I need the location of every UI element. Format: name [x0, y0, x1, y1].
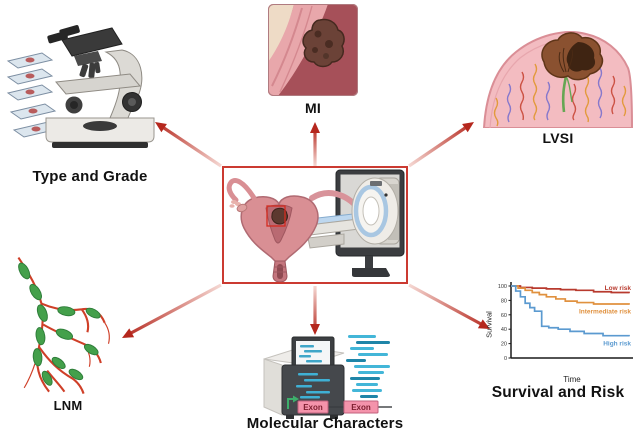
svg-text:60: 60: [501, 313, 507, 319]
microscope-icon: [6, 25, 155, 148]
lvsi-tissue-icon: [482, 31, 634, 129]
lnm-label: LNM: [53, 398, 83, 413]
lvsi-node: LVSI: [482, 24, 634, 146]
slide-stack-icon: [6, 52, 60, 138]
center-imaging-box: [222, 166, 408, 284]
exon-badge-left: Exon: [297, 400, 329, 414]
arrow-upright-to-lvsi: [408, 122, 474, 168]
arrow-downleft-to-lnm: [122, 283, 222, 338]
chart-xlabel: Time: [563, 375, 581, 384]
vessels: [493, 63, 627, 127]
arrow-down-to-molecular: [310, 286, 320, 335]
svg-text:0: 0: [504, 356, 507, 362]
svg-text:Low risk: Low risk: [605, 285, 632, 292]
chart-ylabel: Survival: [484, 311, 494, 338]
dna-sequencer-icon: Exon Exon: [263, 335, 392, 419]
lymph-nodes-icon: [17, 256, 110, 394]
molecular-node: Exon Exon Molecular Characters: [247, 333, 403, 438]
sequence-reads: [346, 335, 390, 398]
arrow-up-to-mi: [310, 122, 320, 166]
type-grade-label: Type and Grade: [32, 168, 148, 185]
svg-text:High risk: High risk: [603, 340, 631, 347]
svg-text:Exon: Exon: [303, 403, 323, 412]
lvsi-label: LVSI: [542, 130, 574, 146]
molecular-label: Molecular Characters: [246, 415, 404, 432]
survival-label: Survival and Risk: [491, 384, 625, 401]
mi-node: MI: [268, 4, 358, 116]
green-arrow-icon: [287, 398, 295, 409]
svg-text:Exon: Exon: [351, 403, 371, 412]
svg-text:Intermediate risk: Intermediate risk: [579, 309, 631, 316]
svg-text:20: 20: [501, 342, 507, 348]
mi-tissue-icon: [268, 4, 358, 96]
type-grade-node: Type and Grade: [4, 18, 169, 185]
exon-badge-right: Exon: [343, 400, 379, 414]
lnm-node: [5, 255, 125, 405]
svg-text:80: 80: [501, 298, 507, 304]
mi-label: MI: [305, 100, 321, 116]
svg-text:100: 100: [498, 284, 507, 290]
arrow-downright-to-survival: [408, 283, 490, 329]
uterus-ct-scanner-icon: [226, 169, 405, 283]
svg-text:40: 40: [501, 327, 507, 333]
